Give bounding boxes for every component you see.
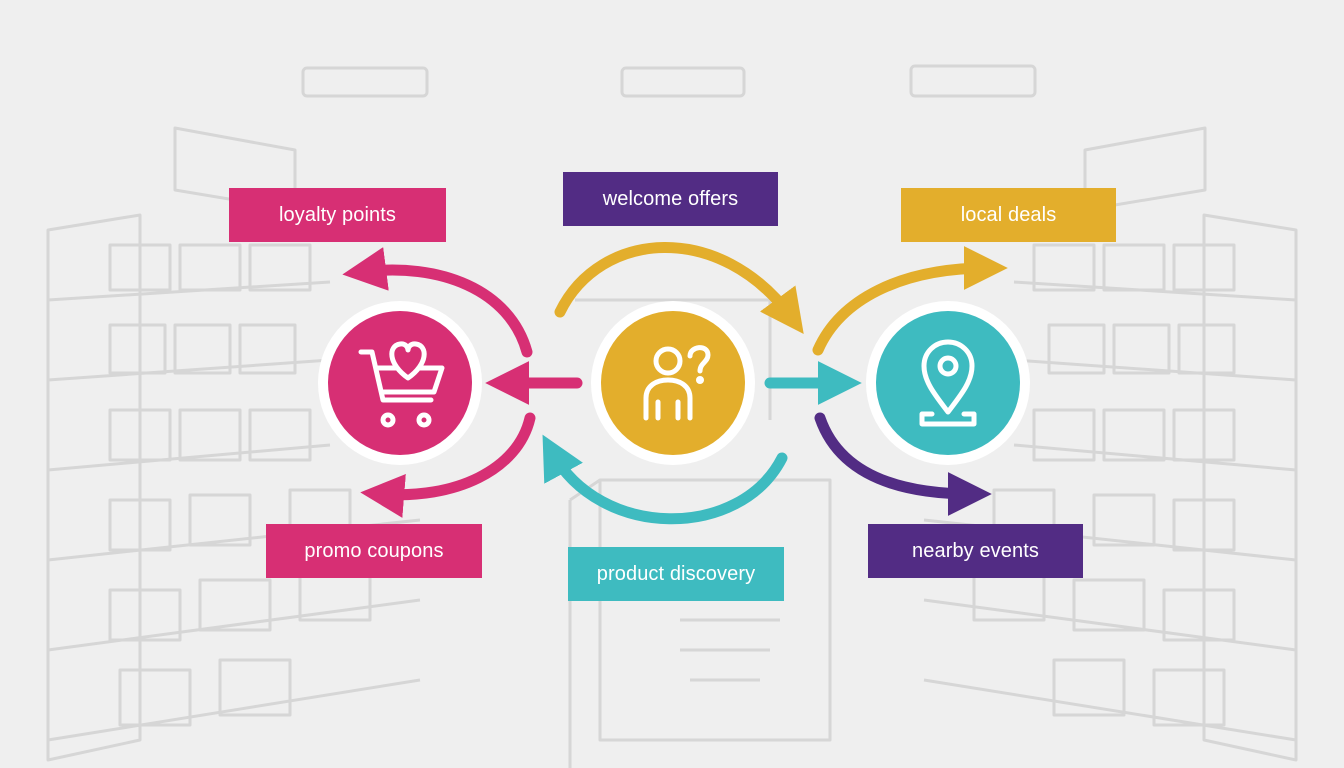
label-local-deals: local deals <box>901 188 1116 242</box>
label-product-discovery: product discovery <box>568 547 784 601</box>
label-loyalty-points: loyalty points <box>229 188 446 242</box>
label-promo-coupons: promo coupons <box>266 524 482 578</box>
label-welcome-offers: welcome offers <box>563 172 778 226</box>
label-nearby-events: nearby events <box>868 524 1083 578</box>
